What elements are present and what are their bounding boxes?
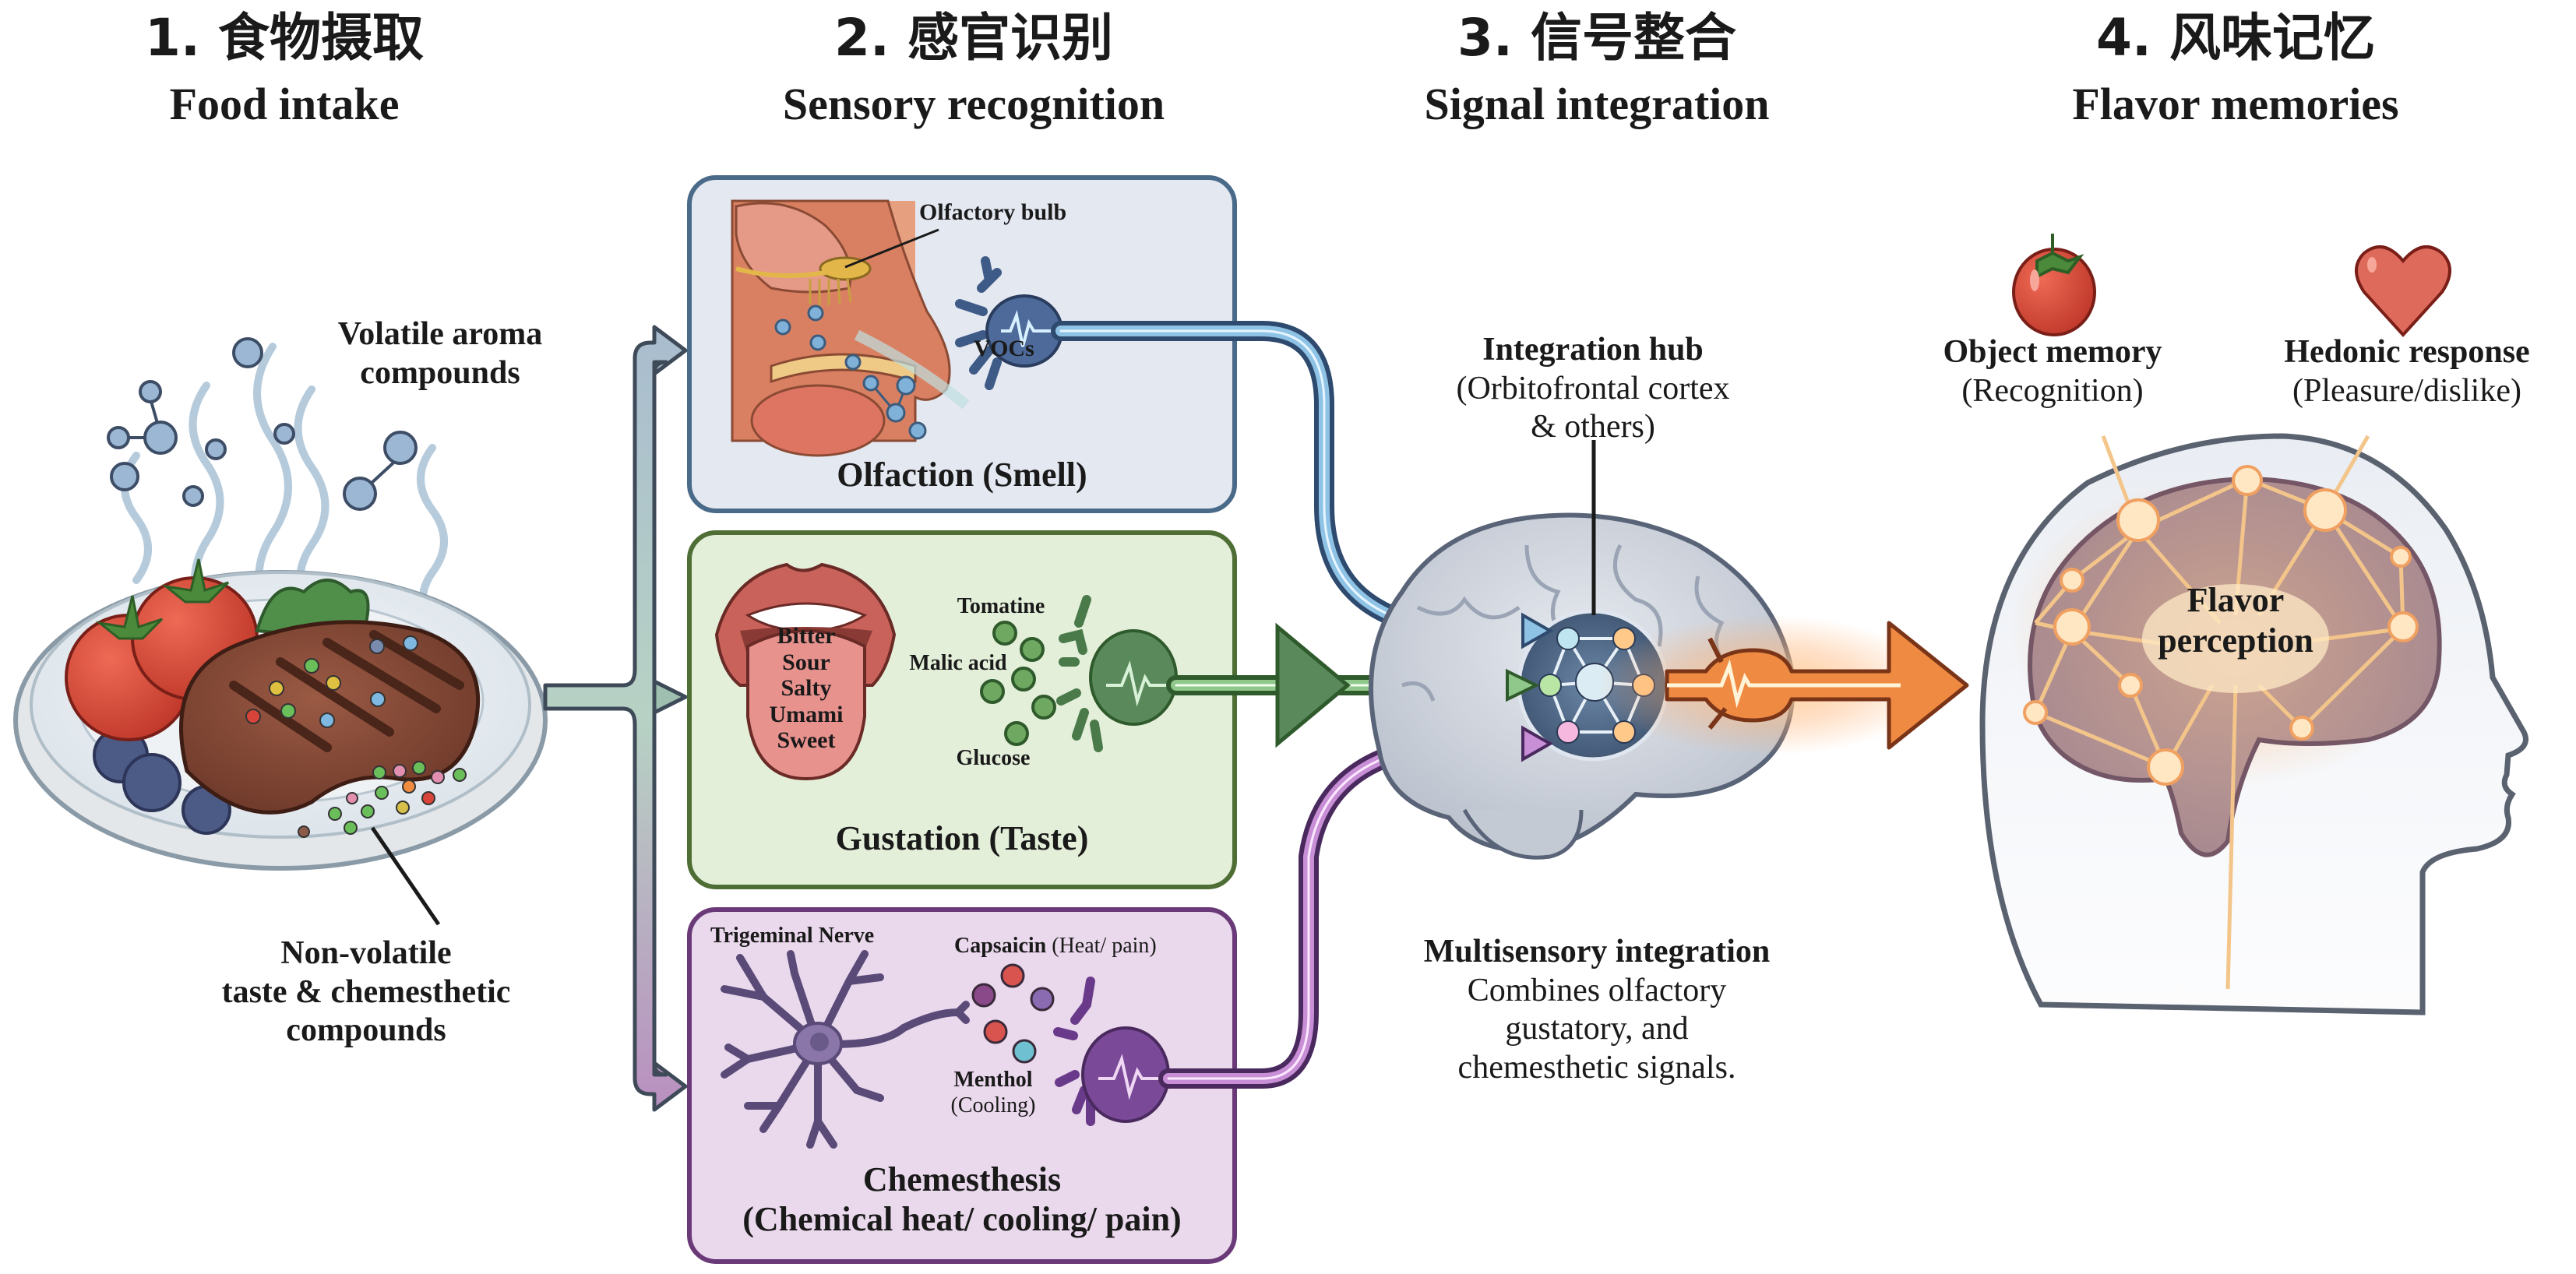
flavor-perception-line-2: perception	[2158, 621, 2313, 660]
capsaicin-note: (Heat/ pain)	[1052, 934, 1157, 958]
taste-list: Bitter Sour Salty Umami Sweet	[759, 623, 853, 754]
multisensory-line-2: gustatory, and	[1505, 1011, 1689, 1047]
olfaction-title: Olfaction (Smell)	[837, 456, 1087, 494]
food-plate-illustration	[13, 337, 548, 926]
chemesthesis-title-line-2: (Chemical heat/ cooling/ pain)	[742, 1199, 1182, 1238]
branch-arrow-body	[543, 325, 688, 1112]
olfactory-bulb-leader-line	[844, 228, 939, 269]
branch-arrow	[543, 325, 690, 1112]
stage-4-title-en: Flavor memories	[2072, 78, 2399, 129]
integration-hub-sub-2: & others)	[1531, 409, 1655, 445]
object-memory-title: Object memory	[1943, 334, 2162, 370]
stage-1-title-zh: 1. 食物摄取	[145, 8, 424, 68]
flavor-memory-head-illustration	[1979, 433, 2528, 1015]
multisensory-line-1: Combines olfactory	[1467, 972, 1727, 1008]
nonvolatile-leader-line	[370, 826, 441, 926]
mouth-tongue-icon	[714, 562, 897, 781]
nonvolatile-line-3: compounds	[286, 1012, 446, 1049]
chemesthesis-title: Chemesthesis (Chemical heat/ cooling/ pa…	[689, 1160, 1235, 1239]
output-arrow	[1597, 615, 1969, 755]
voc-molecules-icon	[774, 304, 927, 440]
stage-2-title-en: Sensory recognition	[782, 78, 1165, 129]
taste-sour: Sour	[782, 649, 830, 675]
gustation-panel	[687, 530, 1237, 889]
olfaction-panel	[687, 175, 1237, 513]
taste-compound-molecules-icon	[980, 621, 1056, 746]
nose-cross-section-icon	[731, 199, 951, 457]
object-memory-sub: (Recognition)	[1961, 372, 2144, 409]
hedonic-response-label: Hedonic response (Pleasure/dislike)	[2251, 333, 2563, 410]
volatile-aroma-line-1: Volatile aroma	[337, 316, 543, 352]
olfactory-neuron-icon	[955, 256, 1065, 390]
gustation-title: Gustation (Taste)	[835, 819, 1089, 857]
chemesthesis-title-line-1: Chemesthesis	[862, 1160, 1062, 1198]
trigeminal-neuron-icon	[721, 950, 970, 1149]
stage-3-title-en: Signal integration	[1424, 78, 1770, 129]
stage-3-header: 3. 信号整合 Signal integration	[1324, 9, 1869, 130]
integration-hub-label: Integration hub (Orbitofrontal cortex & …	[1410, 331, 1776, 447]
multisensory-integration-label: Multisensory integration Combines olfact…	[1379, 933, 1815, 1087]
stage-1-header: 1. 食物摄取 Food intake	[47, 9, 522, 130]
menthol-note: (Cooling)	[950, 1093, 1036, 1118]
steak-icon	[179, 620, 481, 815]
volatile-aroma-line-2: compounds	[360, 354, 520, 391]
menthol-label: Menthol (Cooling)	[943, 1067, 1044, 1118]
green-chevron-arrow-icon	[1275, 622, 1351, 748]
stage-2-title-zh: 2. 感官识别	[834, 8, 1113, 68]
capsaicin-name: Capsaicin	[954, 934, 1047, 958]
object-memory-tomato-icon	[2012, 234, 2096, 336]
menthol-name: Menthol	[953, 1068, 1033, 1092]
nonvolatile-line-1: Non-volatile	[280, 935, 452, 971]
chemesthetic-molecules-icon	[971, 963, 1055, 1064]
flavor-perception-line-1: Flavor	[2187, 581, 2285, 619]
taste-umami: Umami	[769, 701, 844, 727]
taste-sweet: Sweet	[777, 727, 836, 754]
flavor-perception-label: Flavor perception	[2150, 580, 2321, 661]
taste-salty: Salty	[781, 675, 832, 702]
multisensory-title: Multisensory integration	[1423, 934, 1771, 970]
branch-arrow-middle-head	[652, 677, 690, 716]
stage-1-title-en: Food intake	[169, 78, 400, 129]
taste-bitter: Bitter	[777, 623, 836, 649]
capsaicin-label: Capsaicin (Heat/ pain)	[954, 933, 1219, 959]
tomato-icon	[65, 558, 259, 741]
nonvolatile-line-2: taste & chemesthetic	[221, 973, 511, 1010]
integration-hub-sub-1: (Orbitofrontal cortex	[1456, 370, 1730, 406]
aroma-molecule-icon	[107, 337, 418, 511]
multisensory-line-3: chemesthetic signals.	[1457, 1049, 1736, 1086]
object-memory-label: Object memory (Recognition)	[1908, 333, 2197, 410]
hedonic-heart-icon	[2355, 245, 2451, 337]
stage-3-title-zh: 3. 信号整合	[1457, 8, 1736, 68]
nonvolatile-label: Non-volatile taste & chemesthetic compou…	[187, 934, 545, 1051]
vocs-label: VOCs	[974, 336, 1034, 361]
stage-4-header: 4. 风味记忆 Flavor memories	[1963, 9, 2508, 130]
compound-malic-acid: Malic acid	[909, 651, 1007, 675]
compound-tomatine: Tomatine	[957, 594, 1045, 618]
compound-glucose: Glucose	[956, 746, 1031, 770]
trigeminal-nerve-label: Trigeminal Nerve	[710, 924, 875, 948]
hedonic-response-sub: (Pleasure/dislike)	[2292, 372, 2521, 409]
integration-hub-title: Integration hub	[1482, 332, 1704, 368]
stage-2-header: 2. 感官识别 Sensory recognition	[685, 9, 1262, 130]
olfactory-bulb-label: Olfactory bulb	[919, 199, 1067, 225]
hedonic-response-title: Hedonic response	[2284, 334, 2530, 370]
nonvolatile-compounds-icon	[298, 761, 467, 838]
stage-4-title-zh: 4. 风味记忆	[2096, 8, 2375, 68]
volatile-aroma-label: Volatile aroma compounds	[308, 315, 573, 392]
